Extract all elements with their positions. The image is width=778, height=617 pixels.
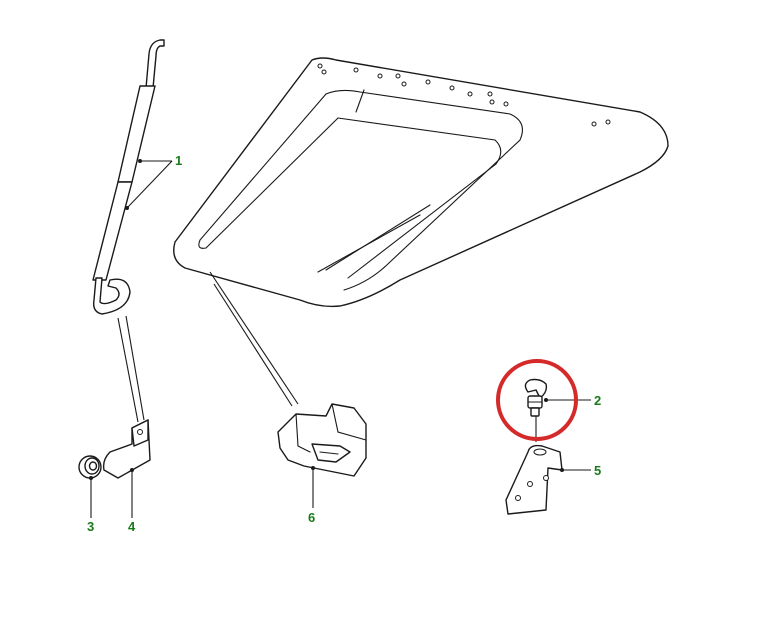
- bracket-plate: [102, 419, 151, 479]
- callout-6: 6: [308, 510, 315, 525]
- callout-1: 1: [175, 153, 182, 168]
- hood-mounting-holes: [317, 63, 611, 127]
- callout-3: 3: [87, 519, 94, 534]
- stay-rod: [92, 39, 165, 315]
- leader-lines: [89, 159, 591, 518]
- grommet: [78, 455, 102, 479]
- support-bracket: [505, 444, 563, 515]
- callout-4: 4: [128, 519, 136, 534]
- clip: [524, 378, 548, 417]
- callout-5: 5: [594, 463, 601, 478]
- retaining-bracket: [277, 403, 367, 477]
- callout-2: 2: [594, 393, 601, 408]
- highlight-circle: [496, 359, 578, 441]
- hood-panel: [173, 57, 669, 308]
